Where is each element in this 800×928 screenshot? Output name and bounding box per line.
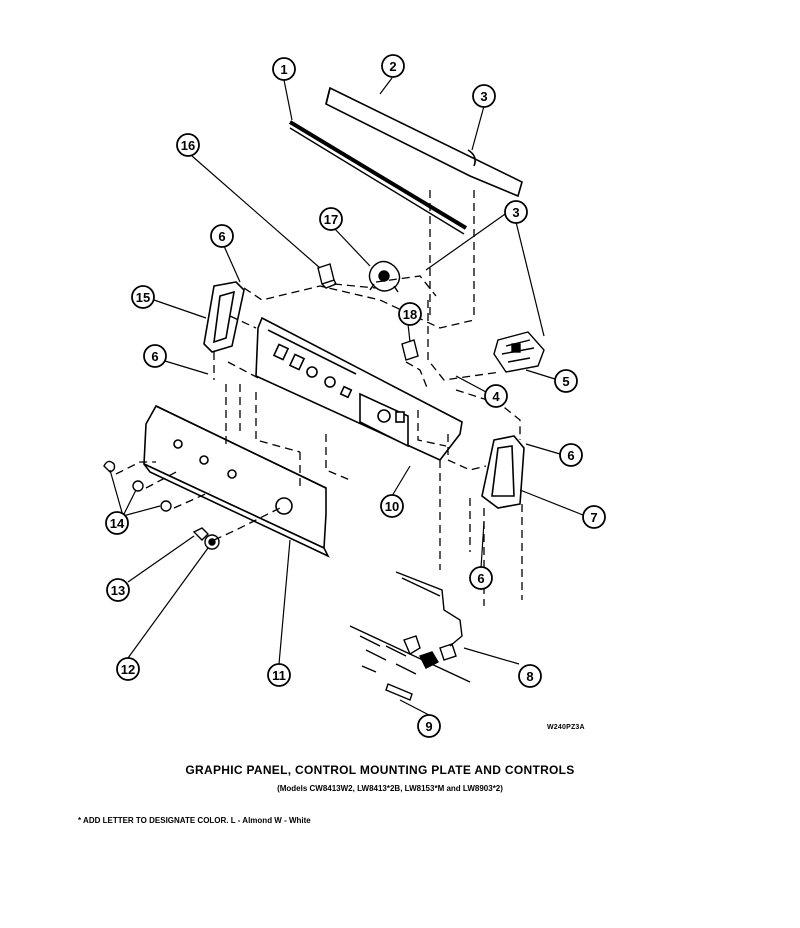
callout-11: 11 — [267, 663, 291, 687]
timer-part — [493, 331, 545, 373]
callout-9: 9 — [417, 714, 441, 738]
callout-13: 13 — [106, 578, 130, 602]
svg-text:2: 2 — [389, 59, 396, 74]
svg-text:4: 4 — [492, 389, 500, 404]
svg-text:15: 15 — [136, 290, 150, 305]
callout-14: 14 — [105, 511, 129, 535]
svg-text:3: 3 — [480, 89, 487, 104]
callout-17: 17 — [319, 207, 343, 231]
callout-10: 10 — [380, 494, 404, 518]
svg-text:1: 1 — [280, 62, 287, 77]
leader-lines — [109, 77, 584, 716]
right-end-cap-part — [481, 435, 525, 509]
callout-7: 7 — [582, 505, 606, 529]
color-note: * ADD LETTER TO DESIGNATE COLOR. L - Alm… — [78, 816, 311, 825]
svg-text:10: 10 — [385, 499, 399, 514]
svg-text:6: 6 — [567, 448, 574, 463]
callout-18: 18 — [398, 302, 422, 326]
callouts: 1 2 3 3 16 17 6 15 18 5 6 4 6 7 14 10 13… — [105, 54, 606, 738]
selector-switch-part — [368, 260, 401, 293]
graphic-panel-part — [143, 404, 330, 558]
control-mounting-plate-part — [255, 316, 463, 461]
callout-1: 1 — [272, 57, 296, 81]
left-end-cap-part — [203, 281, 245, 353]
svg-text:3: 3 — [512, 205, 519, 220]
alignment-lines — [115, 190, 523, 606]
callout-15: 15 — [131, 285, 155, 309]
svg-text:7: 7 — [590, 510, 597, 525]
callout-4: 4 — [484, 384, 508, 408]
svg-text:9: 9 — [425, 719, 432, 734]
svg-text:14: 14 — [110, 516, 125, 531]
svg-text:6: 6 — [151, 349, 158, 364]
callout-16: 16 — [176, 133, 200, 157]
svg-text:18: 18 — [403, 307, 417, 322]
callout-2: 2 — [381, 54, 405, 78]
switch-part-16 — [317, 263, 337, 289]
svg-text:5: 5 — [562, 374, 569, 389]
callout-12: 12 — [116, 657, 140, 681]
knob-parts — [103, 460, 220, 550]
gasket-strip-part — [288, 120, 468, 235]
wiring-harness-part — [349, 571, 471, 701]
diagram-subtitle: (Models CW8413W2, LW8413*2B, LW8153*M an… — [277, 784, 503, 793]
svg-text:6: 6 — [477, 571, 484, 586]
callout-6-left: 6 — [143, 344, 167, 368]
drawing-code: W240PZ3A — [547, 724, 585, 731]
svg-text:17: 17 — [324, 212, 338, 227]
callout-3-top: 3 — [472, 84, 496, 108]
svg-text:16: 16 — [181, 138, 195, 153]
svg-text:13: 13 — [111, 583, 125, 598]
svg-text:6: 6 — [218, 229, 225, 244]
callout-6-upper-left: 6 — [210, 224, 234, 248]
switch-part-18 — [401, 339, 419, 361]
svg-text:12: 12 — [121, 662, 135, 677]
callout-6-right: 6 — [559, 443, 583, 467]
callout-5: 5 — [554, 369, 578, 393]
callout-3-right: 3 — [504, 200, 528, 224]
svg-text:8: 8 — [526, 669, 533, 684]
callout-6-lower: 6 — [469, 566, 493, 590]
svg-text:11: 11 — [272, 668, 286, 683]
top-trim-part — [325, 86, 523, 198]
callout-8: 8 — [518, 664, 542, 688]
diagram-title: GRAPHIC PANEL, CONTROL MOUNTING PLATE AN… — [185, 763, 575, 777]
